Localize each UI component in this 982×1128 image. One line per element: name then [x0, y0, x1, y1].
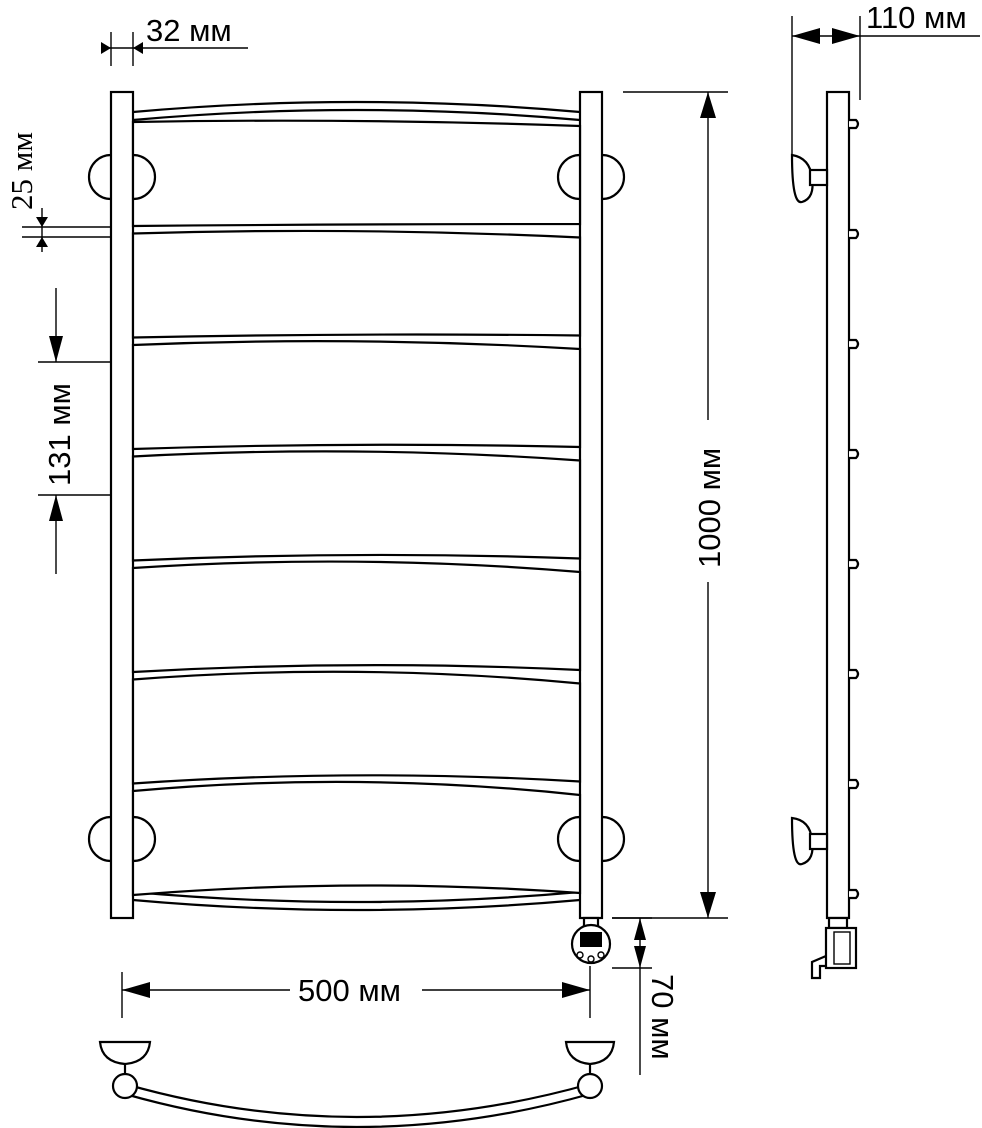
dim-wall-gap: 25 мм	[4, 132, 111, 252]
dim-width-label: 500 мм	[298, 973, 401, 1008]
right-vertical-pipe	[578, 90, 604, 920]
top-view	[98, 1040, 616, 1128]
rung	[131, 780, 582, 897]
rung	[131, 450, 582, 562]
rung	[131, 560, 582, 674]
wall-mount-top-right	[556, 153, 626, 201]
dim-heater-offset: 70 мм	[612, 917, 680, 1075]
wall-mounts	[87, 153, 626, 863]
side-peg	[849, 118, 860, 130]
dim-depth-label: 110 мм	[866, 0, 967, 35]
rung	[131, 340, 582, 451]
dim-rung-pitch: 131 мм	[38, 288, 111, 574]
side-peg	[849, 778, 860, 790]
dim-height-label: 1000 мм	[692, 448, 727, 568]
wall-mount-bottom-left	[87, 815, 157, 863]
side-peg	[849, 338, 860, 350]
dim-depth: 110 мм	[791, 0, 980, 160]
rungs	[131, 119, 582, 897]
wall-mount-bottom-right	[556, 815, 626, 863]
left-vertical-pipe	[109, 90, 135, 920]
side-peg	[849, 448, 860, 460]
dim-width: 500 мм	[121, 966, 591, 1018]
side-peg	[849, 888, 860, 900]
side-view	[790, 90, 860, 980]
rung	[131, 670, 582, 785]
dim-wall-gap-label: 25 мм	[4, 132, 39, 210]
bottom-curved-bar	[132, 890, 581, 912]
dim-pipe-width: 32 мм	[101, 13, 248, 66]
wall-mount-top-left	[87, 153, 157, 201]
rung	[131, 119, 582, 228]
rung	[131, 229, 582, 339]
dim-heater-offset-label: 70 мм	[645, 974, 680, 1060]
side-peg	[849, 668, 860, 680]
side-pegs	[849, 118, 860, 900]
dim-rung-pitch-label: 131 мм	[42, 383, 77, 486]
side-peg	[849, 228, 860, 240]
front-view	[87, 90, 626, 965]
heater-element	[570, 916, 612, 965]
dim-height: 1000 мм	[612, 91, 728, 919]
dim-pipe-width-label: 32 мм	[146, 13, 232, 48]
side-peg	[849, 558, 860, 570]
top-curved-bar	[132, 100, 581, 122]
